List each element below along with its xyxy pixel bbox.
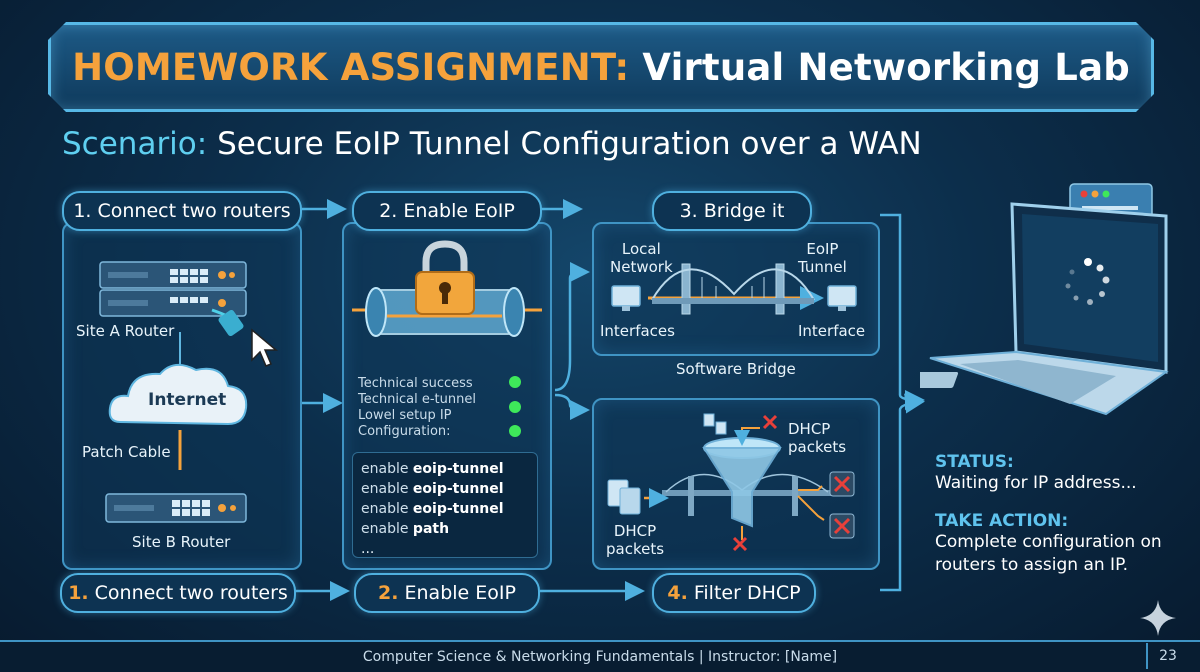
- padlock-icon: [415, 240, 475, 315]
- command-line: enable eoip-tunnel: [361, 481, 504, 497]
- title-prefix: HOMEWORK ASSIGNMENT:: [72, 45, 630, 89]
- router-network-illustration: [99, 261, 279, 523]
- step-number: 2.: [378, 582, 399, 604]
- step-label: Enable EoIP: [404, 582, 516, 604]
- step-1-connect-routers[interactable]: 1. Connect two routers: [62, 191, 302, 231]
- page-title: HOMEWORK ASSIGNMENT: Virtual Networking …: [72, 46, 1130, 89]
- scenario-heading: Scenario: Secure EoIP Tunnel Configurati…: [62, 126, 922, 162]
- cloud-icon: [108, 363, 248, 426]
- footer-bar: Computer Science & Networking Fundamenta…: [0, 640, 1200, 672]
- bridge-illustration: [611, 263, 857, 315]
- footer-text: Computer Science & Networking Fundamenta…: [362, 649, 838, 665]
- dhcp-packets-top-label: DHCP packets: [788, 420, 847, 456]
- blocked-icon: [732, 536, 748, 552]
- command-line: enable path: [361, 521, 450, 537]
- loading-spinner-icon: [1065, 258, 1110, 305]
- local-network-label: Local Network: [610, 240, 673, 276]
- status-line: Technical success: [358, 376, 473, 391]
- eoip-tunnel-label: EoIP Tunnel: [798, 240, 847, 276]
- command-line: enable eoip-tunnel: [361, 461, 504, 477]
- blocked-packet-icon: [829, 471, 855, 497]
- interfaces-label: Interfaces: [600, 322, 675, 340]
- step-2-enable-eoip-bottom[interactable]: 2. Enable EoIP: [354, 573, 540, 613]
- dhcp-filter-illustration: [607, 413, 855, 552]
- step-label: Filter DHCP: [693, 582, 801, 604]
- step-3-bridge-it[interactable]: 3. Bridge it: [652, 191, 812, 231]
- command-ellipsis: ...: [361, 541, 375, 557]
- status-line: Technical e-tunnel: [358, 392, 476, 407]
- sparkle-icon: [1140, 600, 1176, 636]
- command-box: enable eoip-tunnel enable eoip-tunnel en…: [352, 452, 538, 558]
- title-main: Virtual Networking Lab: [642, 45, 1130, 89]
- take-action-text: Complete configuration on routers to ass…: [935, 532, 1162, 575]
- cable-plug-icon: [211, 308, 244, 336]
- eoip-tunnel-illustration: [352, 240, 542, 437]
- tunnel-status-text: Technical success Technical e-tunnel Low…: [358, 376, 476, 440]
- laptop-icon: [920, 202, 1169, 416]
- take-action-heading: TAKE ACTION:: [935, 511, 1069, 531]
- site-a-router-label: Site A Router: [76, 322, 175, 340]
- dhcp-packets-left-label: DHCP packets: [606, 522, 665, 558]
- devices-icon: [607, 479, 641, 515]
- laptop-illustration: [920, 183, 1169, 416]
- page-number: 23: [1146, 643, 1188, 669]
- command-line: enable eoip-tunnel: [361, 501, 504, 517]
- funnel-icon: [702, 437, 782, 528]
- blocked-icon: [762, 414, 778, 430]
- step-number: 4.: [667, 582, 688, 604]
- status-heading: STATUS:: [935, 452, 1014, 472]
- site-b-router-icon: [105, 493, 247, 523]
- step-2-enable-eoip[interactable]: 2. Enable EoIP: [352, 191, 542, 231]
- site-a-router-icon: [99, 261, 247, 317]
- monitor-icon: [827, 285, 857, 311]
- blocked-packet-icon: [829, 513, 855, 539]
- internet-label: Internet: [148, 390, 227, 410]
- step-label: Connect two routers: [94, 582, 288, 604]
- status-line: Lowel setup IP: [358, 408, 452, 423]
- bridge-icon: [648, 263, 824, 315]
- status-leds: [509, 376, 521, 437]
- step-number: 1.: [68, 582, 89, 604]
- scenario-text: Secure EoIP Tunnel Configuration over a …: [217, 126, 922, 162]
- status-text: Waiting for IP address...: [935, 473, 1137, 493]
- packet-icons: [703, 413, 727, 435]
- software-bridge-label: Software Bridge: [676, 360, 796, 378]
- scenario-prefix: Scenario:: [62, 126, 208, 162]
- monitor-icon: [611, 285, 641, 311]
- status-line: Configuration:: [358, 424, 451, 439]
- mouse-cursor-icon: [251, 328, 279, 367]
- patch-cable-label: Patch Cable: [82, 443, 171, 461]
- step-4-filter-dhcp[interactable]: 4. Filter DHCP: [652, 573, 816, 613]
- interface-label: Interface: [798, 322, 866, 340]
- title-banner: HOMEWORK ASSIGNMENT: Virtual Networking …: [48, 22, 1154, 112]
- step-1-connect-routers-bottom[interactable]: 1. Connect two routers: [60, 573, 296, 613]
- status-panel: STATUS: Waiting for IP address... TAKE A…: [935, 452, 1195, 577]
- site-b-router-label: Site B Router: [132, 533, 231, 551]
